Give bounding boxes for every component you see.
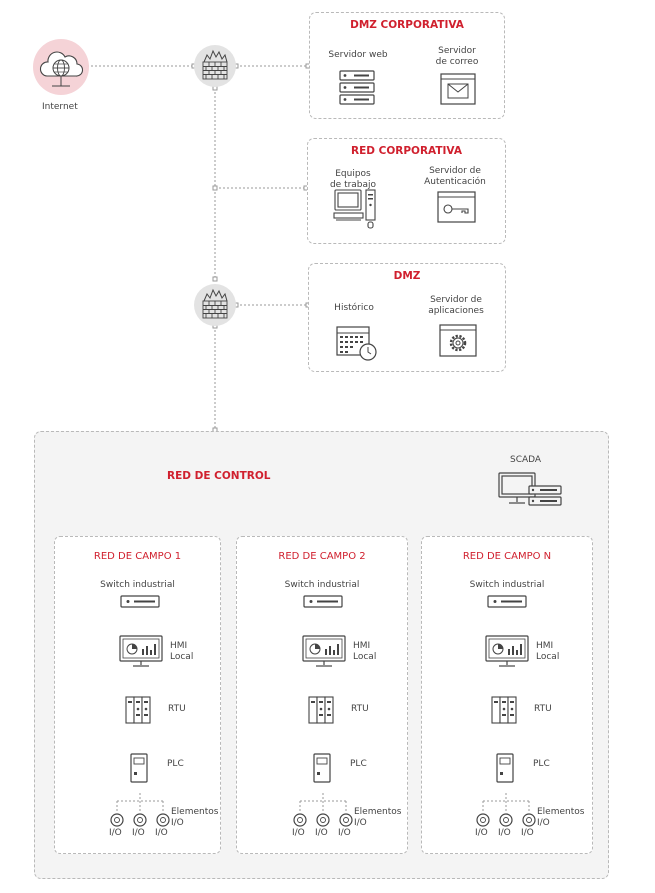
historian-label: Histórico xyxy=(334,303,374,313)
zone-title: DMZ xyxy=(393,270,421,282)
gear-window-icon xyxy=(439,324,477,357)
io-label: I/O xyxy=(498,828,511,838)
field-network-1: RED DE CAMPO 1 Switch industrial HMI Loc… xyxy=(54,536,221,854)
switch-icon xyxy=(303,595,343,608)
rtu-icon xyxy=(308,696,334,724)
internet-node: Internet xyxy=(30,36,92,116)
hmi-monitor-icon xyxy=(485,635,529,667)
zone-title: RED CORPORATIVA xyxy=(351,145,462,157)
hmi-label-1: HMI xyxy=(536,641,554,651)
hmi-label-1: HMI xyxy=(170,641,188,651)
hmi-label-2: Local xyxy=(353,652,377,662)
switch-icon xyxy=(487,595,527,608)
plc-label: PLC xyxy=(533,759,550,769)
workstations-label-1: Equipos xyxy=(335,169,371,179)
scada-icon xyxy=(498,472,562,506)
switch-label: Switch industrial xyxy=(284,580,360,590)
zone-red-corporativa: RED CORPORATIVA Equipos de trabajo Servi… xyxy=(307,138,506,244)
rtu-icon xyxy=(491,696,517,724)
io-label: I/O xyxy=(132,828,145,838)
zone-dmz: DMZ Histórico Servidor de aplicaciones xyxy=(308,263,506,372)
cloud-globe-icon xyxy=(33,39,89,95)
hmi-label-1: HMI xyxy=(353,641,371,651)
switch-icon xyxy=(120,595,160,608)
plc-icon xyxy=(496,753,514,783)
io-label: I/O xyxy=(292,828,305,838)
io-elements-icon xyxy=(476,793,536,827)
field-title: RED DE CAMPO N xyxy=(462,551,552,562)
internet-label: Internet xyxy=(42,102,78,112)
firewall-bottom-icon xyxy=(194,284,236,326)
io-label: I/O xyxy=(521,828,534,838)
mail-window-icon xyxy=(440,73,476,105)
plc-icon xyxy=(313,753,331,783)
zone-dmz-corporativa: DMZ CORPORATIVA Servidor web Servidor de… xyxy=(309,12,505,119)
rtu-label: RTU xyxy=(168,704,186,714)
mail-server-label-1: Servidor xyxy=(438,46,476,56)
io-elements-label-1: Elementos xyxy=(537,807,585,817)
hmi-label-2: Local xyxy=(536,652,560,662)
plc-label: PLC xyxy=(350,759,367,769)
io-label: I/O xyxy=(475,828,488,838)
io-elements-label-1: Elementos xyxy=(354,807,402,817)
scada-label: SCADA xyxy=(510,455,542,465)
field-network-2: RED DE CAMPO 2 Switch industrial HMI Loc… xyxy=(236,536,408,854)
plc-icon xyxy=(130,753,148,783)
io-label: I/O xyxy=(155,828,168,838)
io-elements-label-1: Elementos xyxy=(171,807,219,817)
io-label: I/O xyxy=(109,828,122,838)
rtu-label: RTU xyxy=(534,704,552,714)
io-elements-label-2: I/O xyxy=(171,818,184,828)
app-server-label-1: Servidor de xyxy=(430,295,482,305)
zone-red-de-control: RED DE CONTROL SCADA RED DE CAMPO 1 Swit… xyxy=(34,431,609,879)
hmi-monitor-icon xyxy=(119,635,163,667)
firewall-top-icon xyxy=(194,45,236,87)
switch-label: Switch industrial xyxy=(469,580,545,590)
key-window-icon xyxy=(437,191,476,223)
field-title: RED DE CAMPO 2 xyxy=(278,551,366,562)
rtu-label: RTU xyxy=(351,704,369,714)
io-elements-icon xyxy=(293,793,353,827)
zone-title: RED DE CONTROL xyxy=(167,470,271,482)
plc-label: PLC xyxy=(167,759,184,769)
field-title: RED DE CAMPO 1 xyxy=(93,551,182,562)
web-server-label: Servidor web xyxy=(328,50,388,60)
auth-server-label-1: Servidor de xyxy=(429,166,481,176)
io-label: I/O xyxy=(315,828,328,838)
auth-server-label-2: Autenticación xyxy=(424,177,486,187)
io-elements-label-2: I/O xyxy=(537,818,550,828)
app-server-label-2: aplicaciones xyxy=(428,306,484,316)
workstation-icon xyxy=(333,189,376,229)
calendar-clock-icon xyxy=(336,326,377,361)
hmi-label-2: Local xyxy=(170,652,194,662)
io-elements-label-2: I/O xyxy=(354,818,367,828)
switch-label: Switch industrial xyxy=(100,580,175,590)
workstations-label-2: de trabajo xyxy=(329,180,377,190)
io-elements-icon xyxy=(110,793,170,827)
server-rack-icon xyxy=(339,70,375,105)
mail-server-label-2: de correo xyxy=(435,57,479,67)
hmi-monitor-icon xyxy=(302,635,346,667)
zone-title: DMZ CORPORATIVA xyxy=(350,19,464,31)
io-label: I/O xyxy=(338,828,351,838)
field-network-n: RED DE CAMPO N Switch industrial HMI Loc… xyxy=(421,536,593,854)
rtu-icon xyxy=(125,696,151,724)
